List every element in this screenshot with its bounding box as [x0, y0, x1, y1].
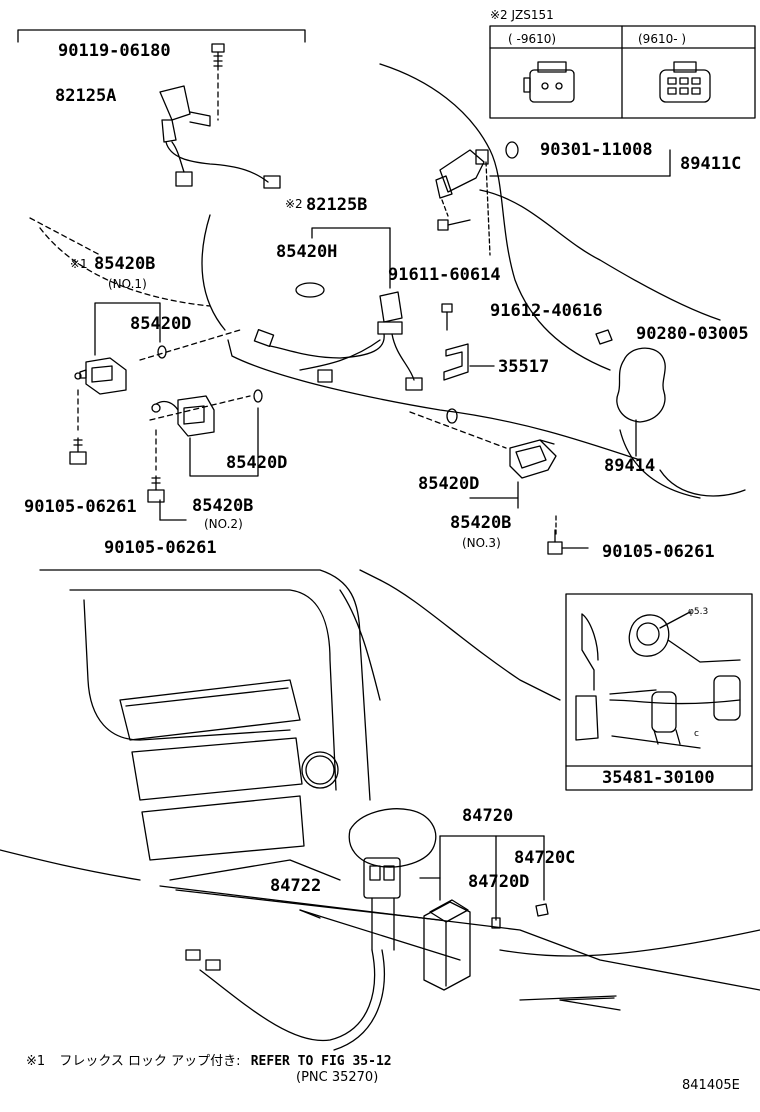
label-84720D[interactable]: 84720D [468, 872, 530, 892]
harness-82125B-art [253, 227, 423, 391]
sensor-89411C-art [435, 141, 671, 256]
label-84720[interactable]: 84720 [462, 806, 514, 826]
footnote-pnc-text: (PNC 35270) [296, 1070, 379, 1085]
bolt-90105-a-art [69, 437, 87, 465]
clip-90280-art [595, 329, 613, 345]
clip-85420D-a [157, 345, 167, 359]
mark-2: ※2 [285, 197, 303, 211]
label-90280[interactable]: 90280-03005 [636, 324, 749, 344]
label-dim-phi: φ5.3 [688, 607, 709, 617]
label-35481[interactable]: 35481-30100 [602, 768, 715, 788]
label-91612[interactable]: 91612-40616 [490, 301, 603, 321]
label-84720C[interactable]: 84720C [514, 848, 576, 868]
bolt-90105-b-art [147, 475, 187, 521]
label-90301[interactable]: 90301-11008 [540, 140, 653, 160]
sensor-82125A-art [159, 85, 281, 189]
switch-no1-art [74, 357, 127, 395]
body-curve-d [227, 339, 641, 461]
switch-84720-art [423, 835, 549, 991]
label-85420D-a[interactable]: 85420D [130, 314, 192, 334]
label-no1: (NO.1) [108, 277, 147, 291]
clip-85420D-c [446, 408, 458, 424]
footnote-pnc: (PNC 35270) [296, 1070, 378, 1085]
cover-89414-art [616, 347, 666, 423]
label-84722[interactable]: 84722 [270, 876, 322, 896]
label-90105-c[interactable]: 90105-06261 [602, 542, 715, 562]
group-bracket-top [17, 29, 306, 43]
footnote-line1: ※1 フレックス ロック アップ付き: REFER TO FIG 35-12 [26, 1050, 392, 1069]
bracket-no1 [94, 302, 161, 356]
label-90105-b[interactable]: 90105-06261 [104, 538, 217, 558]
label-no3: (NO.3) [462, 536, 501, 550]
leader-no3 [409, 411, 507, 449]
detail-inset-35481 [565, 593, 753, 791]
label-35517[interactable]: 35517 [498, 357, 550, 377]
body-curve-e [659, 469, 746, 497]
label-90105-a[interactable]: 90105-06261 [24, 497, 137, 517]
inset-table-title: ※2 JZS151 [490, 8, 554, 22]
label-85420B-no1[interactable]: 85420B [94, 254, 156, 274]
bracket-35517-art [441, 303, 469, 381]
bracket-no2 [189, 407, 259, 477]
label-85420B-no3[interactable]: 85420B [450, 513, 512, 533]
label-85420H[interactable]: 85420H [276, 242, 338, 262]
bracket-no3 [469, 481, 519, 509]
bolt-90119-art [211, 43, 225, 121]
leader-left-c [139, 329, 241, 361]
figure-code: 841405E [682, 1078, 740, 1093]
mark-1: ※1 [70, 257, 88, 271]
switch-no2-art [151, 395, 215, 437]
label-89414[interactable]: 89414 [604, 456, 656, 476]
body-curve-b [479, 189, 721, 321]
footnote-mark: ※1 [26, 1054, 46, 1069]
label-82125B[interactable]: 82125B [306, 195, 368, 215]
footnote-text: フレックス ロック アップ付き: [59, 1054, 241, 1069]
label-90119[interactable]: 90119-06180 [58, 41, 171, 61]
bracket-82125B [311, 227, 391, 239]
cap-85420H [295, 282, 325, 298]
inset-table-col1: ( -9610) [508, 32, 557, 46]
switch-no3-art [509, 439, 557, 479]
inset-table-col2: (9610- ) [638, 32, 687, 46]
label-dim-c: c [694, 729, 699, 739]
footnote-ref[interactable]: REFER TO FIG 35-12 [250, 1054, 392, 1069]
shift-lever-84722-art [185, 808, 441, 1051]
label-85420D-c[interactable]: 85420D [418, 474, 480, 494]
console-art [0, 569, 760, 1011]
label-82125A[interactable]: 82125A [55, 86, 117, 106]
leader-left-a [29, 217, 101, 256]
label-91611[interactable]: 91611-60614 [388, 265, 501, 285]
label-no2: (NO.2) [204, 517, 243, 531]
body-curve-f [619, 429, 701, 499]
label-89411C[interactable]: 89411C [680, 154, 742, 174]
body-curve-a [379, 63, 611, 371]
body-curve-c [201, 214, 226, 331]
clip-85420D-b [253, 389, 263, 403]
leader-left-d [149, 395, 251, 421]
inset-connector-table [489, 25, 756, 119]
label-85420B-no2[interactable]: 85420B [192, 496, 254, 516]
bolt-90105-c-art [547, 515, 589, 555]
label-85420D-b[interactable]: 85420D [226, 453, 288, 473]
